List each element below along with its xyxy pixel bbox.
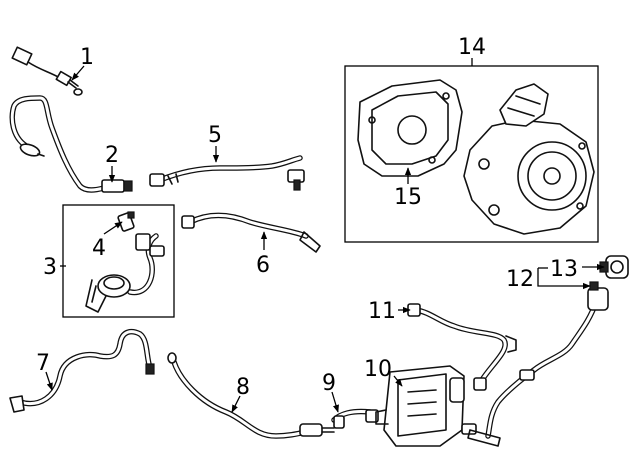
part-10-canister[interactable]: [375, 365, 477, 447]
callout-6: 6: [256, 253, 270, 278]
part-11-hose[interactable]: [407, 303, 517, 391]
part-2-oxygen-sensor[interactable]: [9, 95, 133, 193]
callout-7: 7: [36, 351, 50, 376]
part-3-solenoid-assembly[interactable]: [85, 233, 165, 313]
callout-2: 2: [105, 143, 119, 168]
leader-lines: [45, 58, 605, 413]
callout-14: 14: [458, 35, 486, 60]
callout-11: 11: [368, 299, 396, 324]
part-8-hose[interactable]: [167, 352, 335, 439]
callout-labels: 1 2 3 4 5 6 7 8 9 10 11 12 13 14 15: [36, 35, 578, 400]
part-9-connector[interactable]: [331, 408, 379, 429]
callout-1: 1: [80, 45, 94, 70]
part-13-fitting[interactable]: [599, 255, 629, 279]
part-5-vacuum-line[interactable]: [149, 155, 305, 191]
callout-15: 15: [394, 185, 422, 210]
part-12-hose-assembly[interactable]: [467, 281, 609, 447]
part-3-group-box: [62, 204, 175, 318]
part-6-hose[interactable]: [181, 212, 321, 253]
callout-9: 9: [322, 371, 336, 396]
part-15-gasket[interactable]: [357, 79, 463, 177]
callout-8: 8: [236, 375, 250, 400]
part-4-sensor[interactable]: [117, 211, 135, 232]
part-7-hose[interactable]: [9, 328, 155, 413]
callout-12: 12: [506, 267, 534, 292]
callout-4: 4: [92, 236, 106, 261]
callout-5: 5: [208, 123, 222, 148]
part-1-oxygen-sensor[interactable]: [11, 46, 83, 96]
part-14-pump[interactable]: [463, 83, 595, 235]
callout-13: 13: [550, 257, 578, 282]
callout-3: 3: [43, 255, 57, 280]
callout-10: 10: [364, 357, 392, 382]
